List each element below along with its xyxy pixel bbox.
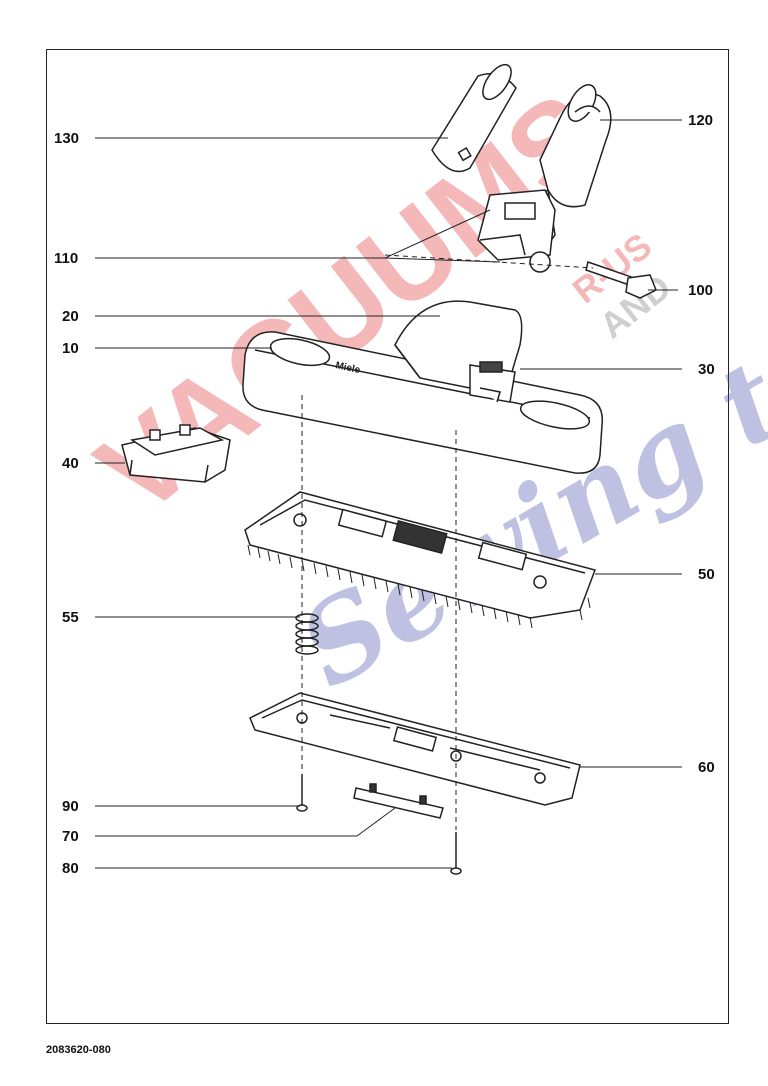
callout-55: 55 bbox=[62, 609, 79, 626]
part-130-tube bbox=[431, 63, 517, 173]
callout-40: 40 bbox=[62, 455, 79, 472]
brand-mark: Miele bbox=[334, 360, 361, 376]
part-70-bar bbox=[353, 783, 444, 819]
part-90-screw bbox=[296, 774, 308, 812]
callout-10: 10 bbox=[62, 340, 79, 357]
callout-120: 120 bbox=[688, 112, 713, 129]
part-55-spring bbox=[295, 613, 319, 655]
callout-labels: 130 120 110 100 20 10 30 40 50 55 60 90 … bbox=[54, 112, 715, 877]
part-40-bracket bbox=[121, 424, 231, 483]
callout-30: 30 bbox=[698, 361, 715, 378]
callout-60: 60 bbox=[698, 759, 715, 776]
leader-lines bbox=[95, 119, 682, 869]
part-30-clip bbox=[469, 361, 516, 403]
part-100-pin bbox=[585, 261, 657, 299]
part-10-housing: Miele bbox=[242, 331, 604, 474]
callout-70: 70 bbox=[62, 828, 79, 845]
assembly-axes bbox=[301, 254, 594, 830]
callout-110: 110 bbox=[54, 250, 78, 267]
callout-80: 80 bbox=[62, 860, 79, 877]
part-110-joint bbox=[477, 189, 556, 273]
callout-100: 100 bbox=[688, 282, 713, 299]
part-60-base-plate bbox=[249, 692, 581, 806]
callout-130: 130 bbox=[54, 130, 79, 147]
part-50-brush-plate bbox=[244, 491, 596, 629]
document-number: 2083620-080 bbox=[46, 1044, 111, 1056]
callout-20: 20 bbox=[62, 308, 79, 325]
diagram-frame bbox=[46, 49, 729, 1024]
callout-50: 50 bbox=[698, 566, 715, 583]
callout-90: 90 bbox=[62, 798, 79, 815]
part-80-screw bbox=[450, 832, 462, 875]
